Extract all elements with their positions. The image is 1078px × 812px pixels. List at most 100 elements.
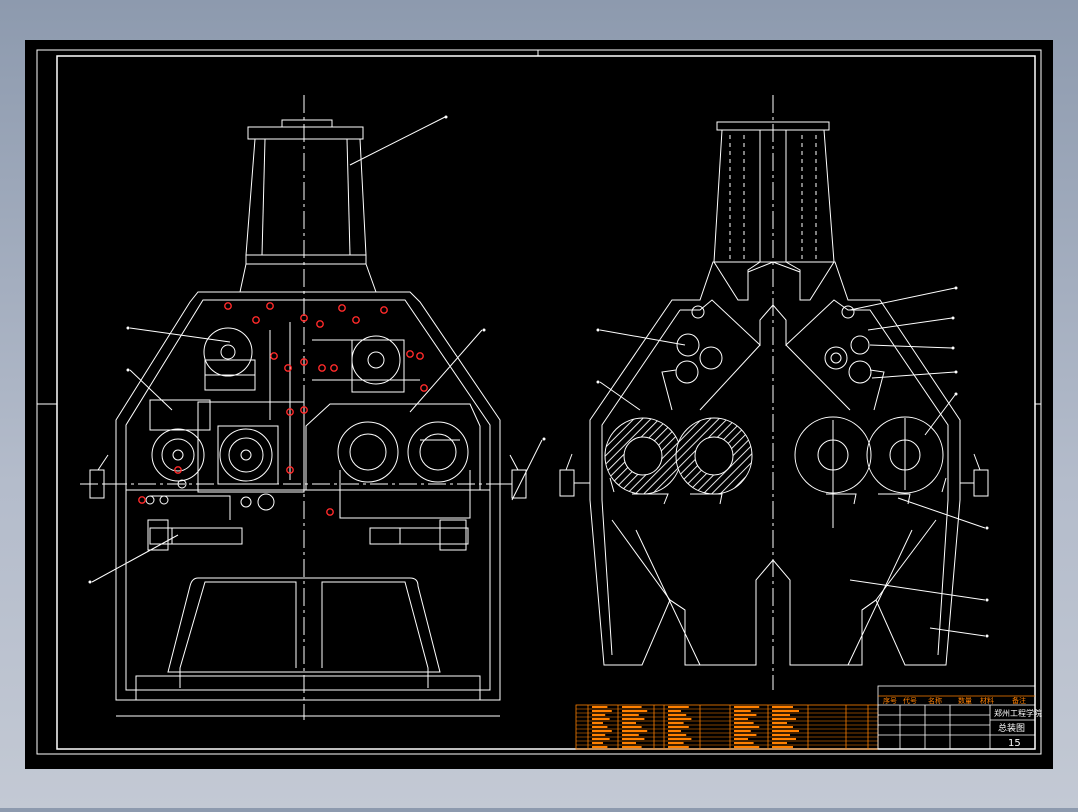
leader-3 <box>129 369 173 411</box>
parts-list-text-mark <box>622 714 639 716</box>
leader-r9 <box>849 579 986 601</box>
parts-list-text-mark <box>668 734 687 736</box>
parts-list-text-mark <box>592 714 606 716</box>
section-casing <box>589 261 961 666</box>
parts-list-table <box>575 704 879 750</box>
parts-list-text-mark <box>772 718 796 720</box>
parts-list-text-mark <box>668 706 689 708</box>
inner-frame <box>56 55 1036 750</box>
parts-list-text-mark <box>622 742 636 744</box>
header-cell-3: 数量 <box>958 696 972 705</box>
parts-list-text-mark <box>734 746 760 748</box>
outer-frame <box>36 49 1042 755</box>
flywheel-right <box>407 421 469 483</box>
leader-r6 <box>599 329 686 346</box>
title-drawing-name: 总装图 <box>998 722 1025 734</box>
parts-list-text-mark <box>622 722 636 724</box>
parts-list-text-mark <box>622 738 645 740</box>
parts-list-text-mark <box>622 718 645 720</box>
header-cell-4: 材料 <box>980 696 994 705</box>
leader-r2 <box>867 317 953 331</box>
header-cell-0: 序号 <box>883 696 897 705</box>
fastener-marker <box>326 508 334 516</box>
fastener-marker <box>416 352 424 360</box>
crushing-roll-right-b <box>866 416 944 494</box>
leader-4 <box>409 329 483 413</box>
parts-list-text-mark <box>734 718 748 720</box>
discharge-chute-right <box>321 581 429 688</box>
feed-roller-right-lower <box>848 360 872 384</box>
title-org: 郑州工程学院 <box>994 708 1042 718</box>
gear-small-left <box>151 428 205 482</box>
parts-list-text-mark <box>592 706 608 708</box>
handwheel-left <box>89 454 116 499</box>
parts-list-text-mark <box>592 726 608 728</box>
leader-r10 <box>929 627 986 637</box>
feed-roller-right-upper <box>824 346 848 370</box>
fastener-markers <box>138 302 428 516</box>
fastener-marker <box>286 466 294 474</box>
parts-list-text-mark <box>668 746 689 748</box>
leader-r7 <box>599 381 641 411</box>
parts-list-text-mark <box>592 734 606 736</box>
feed-roller-left-lower <box>699 346 723 370</box>
parts-list-text-mark <box>734 714 757 716</box>
fastener-marker <box>300 314 308 322</box>
parts-list-text-mark <box>592 738 610 740</box>
parts-list-text-mark <box>592 742 603 744</box>
header-cell-5: 备注 <box>1012 696 1026 705</box>
leader-1 <box>349 116 446 166</box>
parts-list-text-mark <box>734 726 760 728</box>
hydraulic-cylinder-right <box>369 527 469 545</box>
parts-list-text-mark <box>734 738 748 740</box>
fastener-marker <box>174 466 182 474</box>
leader-r4 <box>871 371 956 379</box>
title-block <box>877 685 1036 750</box>
roll-housing <box>305 403 481 491</box>
fastener-marker <box>266 302 274 310</box>
feed-roller-left-upper <box>676 333 700 357</box>
title-sheet-code: 15 <box>1008 738 1021 749</box>
parts-list-text-mark <box>668 726 689 728</box>
parts-list-text-mark <box>772 722 787 724</box>
base-plate <box>135 675 481 701</box>
fastener-marker <box>300 358 308 366</box>
parts-list-text-mark <box>668 718 692 720</box>
sectioned-crushing-rolls <box>604 417 753 495</box>
drawing-background <box>25 40 1053 769</box>
parts-list-text-mark <box>668 722 684 724</box>
leader-r8 <box>897 497 986 529</box>
right-view-section <box>559 95 989 690</box>
parts-list-text-mark <box>772 742 787 744</box>
fastener-marker <box>224 302 232 310</box>
feed-roller-left-low2 <box>675 360 699 384</box>
fastener-marker <box>338 304 346 312</box>
parts-list-text-mark <box>592 746 608 748</box>
parts-list-text-mark <box>772 746 793 748</box>
hydraulic-cylinder-left <box>149 527 243 545</box>
fastener-marker <box>300 406 308 414</box>
fastener-marker <box>330 364 338 372</box>
handwheel-right <box>500 454 527 499</box>
fastener-marker <box>270 352 278 360</box>
fastener-marker <box>286 408 294 416</box>
leader-r3 <box>869 344 953 349</box>
parts-list-text-mark <box>622 710 648 712</box>
parts-list-text-mark <box>734 734 757 736</box>
parts-list-text-mark <box>772 734 790 736</box>
section-handwheel-left <box>559 453 590 497</box>
parts-list-text-mark <box>772 710 799 712</box>
parts-list-text-mark <box>772 714 790 716</box>
fastener-marker <box>318 364 326 372</box>
motor-left <box>203 327 253 377</box>
parts-list-text-mark <box>668 710 681 712</box>
parts-list-text-mark <box>622 706 642 708</box>
leader-6 <box>511 439 543 501</box>
parts-list-text-mark <box>592 710 612 712</box>
gear-small-right <box>219 428 273 482</box>
leader-2 <box>129 327 231 343</box>
section-handwheel-right <box>960 453 989 497</box>
parts-list-text-mark <box>622 726 642 728</box>
